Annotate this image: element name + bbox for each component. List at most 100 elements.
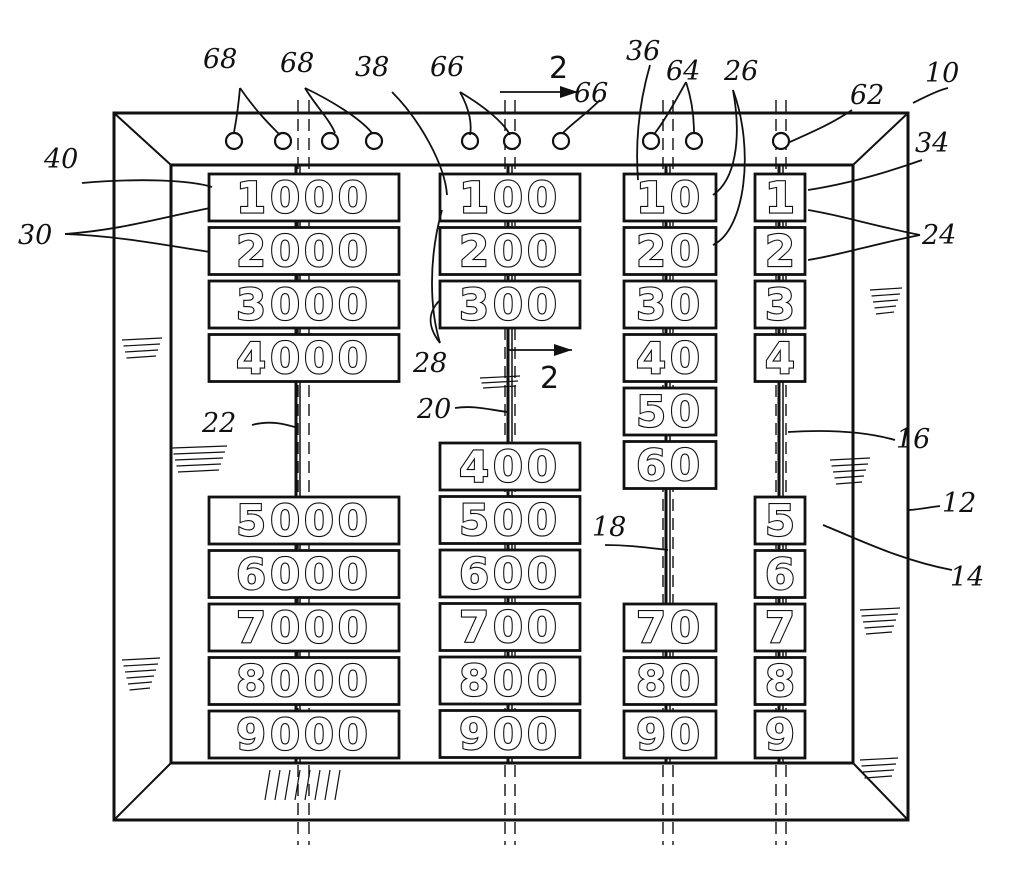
- tens-tile-50: 50: [622, 386, 718, 439]
- thousands-tile-label: 9000: [236, 711, 372, 761]
- thousands-tile-3000: 3000: [207, 279, 401, 332]
- hundreds-tile-label: 900: [459, 710, 561, 760]
- thousands-tile-4000: 4000: [207, 333, 401, 385]
- ones-tile-9: 9: [753, 709, 807, 762]
- thousands-tile-label: 4000: [236, 334, 372, 384]
- thousands-tile-2000: 2000: [207, 226, 401, 278]
- ref-66-right: 66: [574, 78, 608, 109]
- top-hole-4: [364, 131, 384, 151]
- frame-shading: [121, 287, 903, 801]
- tens-tile-label: 20: [636, 227, 704, 277]
- thousands-tile-label: 7000: [236, 604, 372, 654]
- tens-tile-40: 40: [622, 333, 718, 385]
- tens-tile-10: 10: [622, 172, 718, 225]
- ref-16: 16: [896, 424, 930, 455]
- hundreds-tile-label: 400: [459, 443, 561, 493]
- ref-26: 26: [723, 56, 758, 87]
- ref-24: 24: [921, 220, 956, 251]
- thousands-tile-6000: 6000: [207, 549, 401, 601]
- top-hole-1: [224, 131, 244, 151]
- ref-14: 14: [950, 562, 984, 593]
- ones-tile-1: 1: [753, 172, 807, 225]
- reference-numerals: 68 68 38 66 66 36 64 26 62 10 40 30 34 2…: [18, 36, 984, 593]
- tens-tile-label: 50: [636, 388, 704, 438]
- ref-68-right: 68: [280, 48, 314, 79]
- thousands-tile-7000: 7000: [207, 602, 401, 655]
- tens-tile-label: 70: [636, 604, 704, 654]
- thousands-tile-1000: 1000: [207, 172, 401, 225]
- top-hole-2: [273, 131, 293, 151]
- hundreds-tile-200: 200: [438, 226, 582, 278]
- ones-tile-7: 7: [753, 602, 807, 655]
- tens-tile-label: 90: [636, 711, 704, 761]
- ones-tile-2: 2: [753, 226, 807, 278]
- hundreds-tile-label: 600: [459, 550, 561, 600]
- tens-tile-60: 60: [622, 440, 718, 492]
- top-hole-8: [641, 131, 661, 151]
- ones-tile-5: 5: [753, 495, 807, 548]
- thousands-tile-5000: 5000: [207, 495, 401, 548]
- thousands-tile-label: 1000: [236, 174, 372, 224]
- ref-36: 36: [626, 36, 660, 67]
- section-mark-bottom: 2: [540, 361, 559, 396]
- ones-tile-label: 5: [765, 497, 795, 547]
- ref-38: 38: [355, 52, 389, 83]
- hundreds-tile-700: 700: [438, 602, 582, 654]
- tens-tile-20: 20: [622, 226, 718, 278]
- ref-30: 30: [18, 220, 52, 251]
- ref-64: 64: [666, 56, 700, 87]
- tens-tile-90: 90: [622, 709, 718, 762]
- ones-tile-6: 6: [753, 549, 807, 601]
- top-hole-3: [320, 131, 340, 151]
- section-indicator: 2 2: [500, 51, 578, 396]
- tens-tile-80: 80: [622, 656, 718, 708]
- hundreds-tile-label: 300: [459, 281, 561, 331]
- ones-tile-8: 8: [753, 656, 807, 708]
- thousands-tile-label: 2000: [236, 227, 372, 277]
- hundreds-tile-300: 300: [438, 279, 582, 332]
- hundreds-tile-900: 900: [438, 709, 582, 761]
- top-holes: [224, 131, 791, 151]
- hundreds-tile-label: 200: [459, 227, 561, 277]
- ones-tile-label: 9: [765, 711, 795, 761]
- ones-tile-4: 4: [753, 333, 807, 385]
- hundreds-tile-label: 800: [459, 657, 561, 707]
- thousands-tile-8000: 8000: [207, 656, 401, 708]
- thousands-tile-label: 5000: [236, 497, 372, 547]
- ref-20: 20: [416, 394, 451, 425]
- ref-34: 34: [915, 128, 949, 159]
- ones-tile-label: 1: [765, 174, 795, 224]
- tens-tile-30: 30: [622, 279, 718, 332]
- thousands-tile-label: 3000: [236, 281, 372, 331]
- hundreds-tile-label: 100: [459, 174, 561, 224]
- hundreds-tile-label: 700: [459, 603, 561, 653]
- tens-tile-label: 80: [636, 657, 704, 707]
- top-hole-7: [551, 131, 571, 151]
- ones-tile-label: 4: [765, 334, 795, 384]
- number-tiles: 1000200030004000500060007000800090001002…: [207, 172, 807, 762]
- hundreds-tile-800: 800: [438, 655, 582, 708]
- thousands-tile-label: 6000: [236, 550, 372, 600]
- ones-tile-label: 8: [765, 657, 795, 707]
- ref-22: 22: [201, 408, 236, 439]
- hundreds-tile-100: 100: [438, 172, 582, 225]
- tens-tile-label: 40: [636, 334, 704, 384]
- hundreds-tile-500: 500: [438, 495, 582, 547]
- ref-62: 62: [850, 80, 884, 111]
- tens-tile-70: 70: [622, 602, 718, 655]
- ones-tile-label: 2: [765, 227, 795, 277]
- ref-28: 28: [412, 348, 447, 379]
- tens-tile-label: 30: [636, 281, 704, 331]
- ones-tile-label: 7: [765, 604, 795, 654]
- ones-tile-label: 3: [765, 281, 795, 331]
- top-hole-9: [684, 131, 704, 151]
- tens-tile-label: 60: [636, 441, 704, 491]
- section-mark-top: 2: [549, 51, 568, 86]
- hundreds-tile-label: 500: [459, 496, 561, 546]
- top-hole-10: [771, 131, 791, 151]
- hundreds-tile-400: 400: [438, 441, 582, 494]
- top-hole-6: [502, 131, 522, 151]
- ref-18: 18: [592, 512, 626, 543]
